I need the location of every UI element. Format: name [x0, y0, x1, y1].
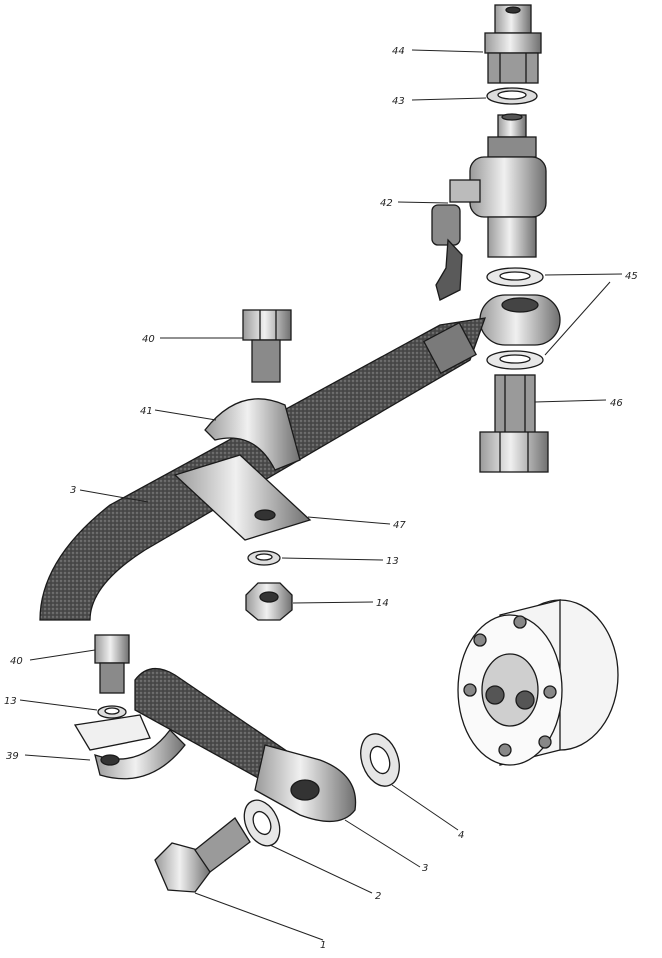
label-4: 4 [458, 830, 464, 841]
clamp-39 [73, 714, 186, 780]
callout-labels: 44 43 42 45 46 40 41 3 47 13 14 40 13 39… [4, 46, 638, 951]
label-2: 2 [375, 891, 381, 902]
nut-14 [245, 582, 293, 621]
washer-2 [243, 799, 281, 847]
flange [457, 599, 619, 766]
label-39: 39 [6, 751, 19, 762]
washer-4 [360, 733, 400, 787]
clamp-41 [204, 398, 301, 471]
label-44: 44 [392, 46, 405, 57]
label-1: 1 [320, 940, 326, 951]
label-45: 45 [625, 271, 638, 282]
leader-lines [19, 49, 623, 941]
label-42: 42 [380, 198, 393, 209]
banjo-45 [479, 267, 561, 370]
valve-42 [431, 113, 547, 301]
label-40-lower: 40 [10, 656, 23, 667]
lock-washer-13-upper [247, 550, 281, 566]
label-13-lower: 13 [4, 696, 17, 707]
plate-47 [173, 454, 312, 541]
lock-washer-13-lower [97, 705, 127, 719]
bolt-1 [154, 817, 251, 893]
label-3-lower: 3 [422, 863, 428, 874]
bolt-40-lower [94, 634, 130, 694]
label-47: 47 [393, 520, 406, 531]
label-14: 14 [376, 598, 389, 609]
bolt-40-upper [242, 309, 292, 383]
hollow-bolt-46 [479, 374, 549, 473]
lower-pipe-3 [134, 668, 357, 822]
label-41: 41 [140, 406, 153, 417]
label-13-upper: 13 [386, 556, 399, 567]
label-3-upper: 3 [70, 485, 76, 496]
label-43: 43 [392, 96, 405, 107]
washer-43 [486, 87, 538, 105]
main-pipe-3 [39, 317, 486, 621]
label-40-upper: 40 [142, 334, 155, 345]
label-46: 46 [610, 398, 623, 409]
fitting-44 [484, 4, 542, 84]
